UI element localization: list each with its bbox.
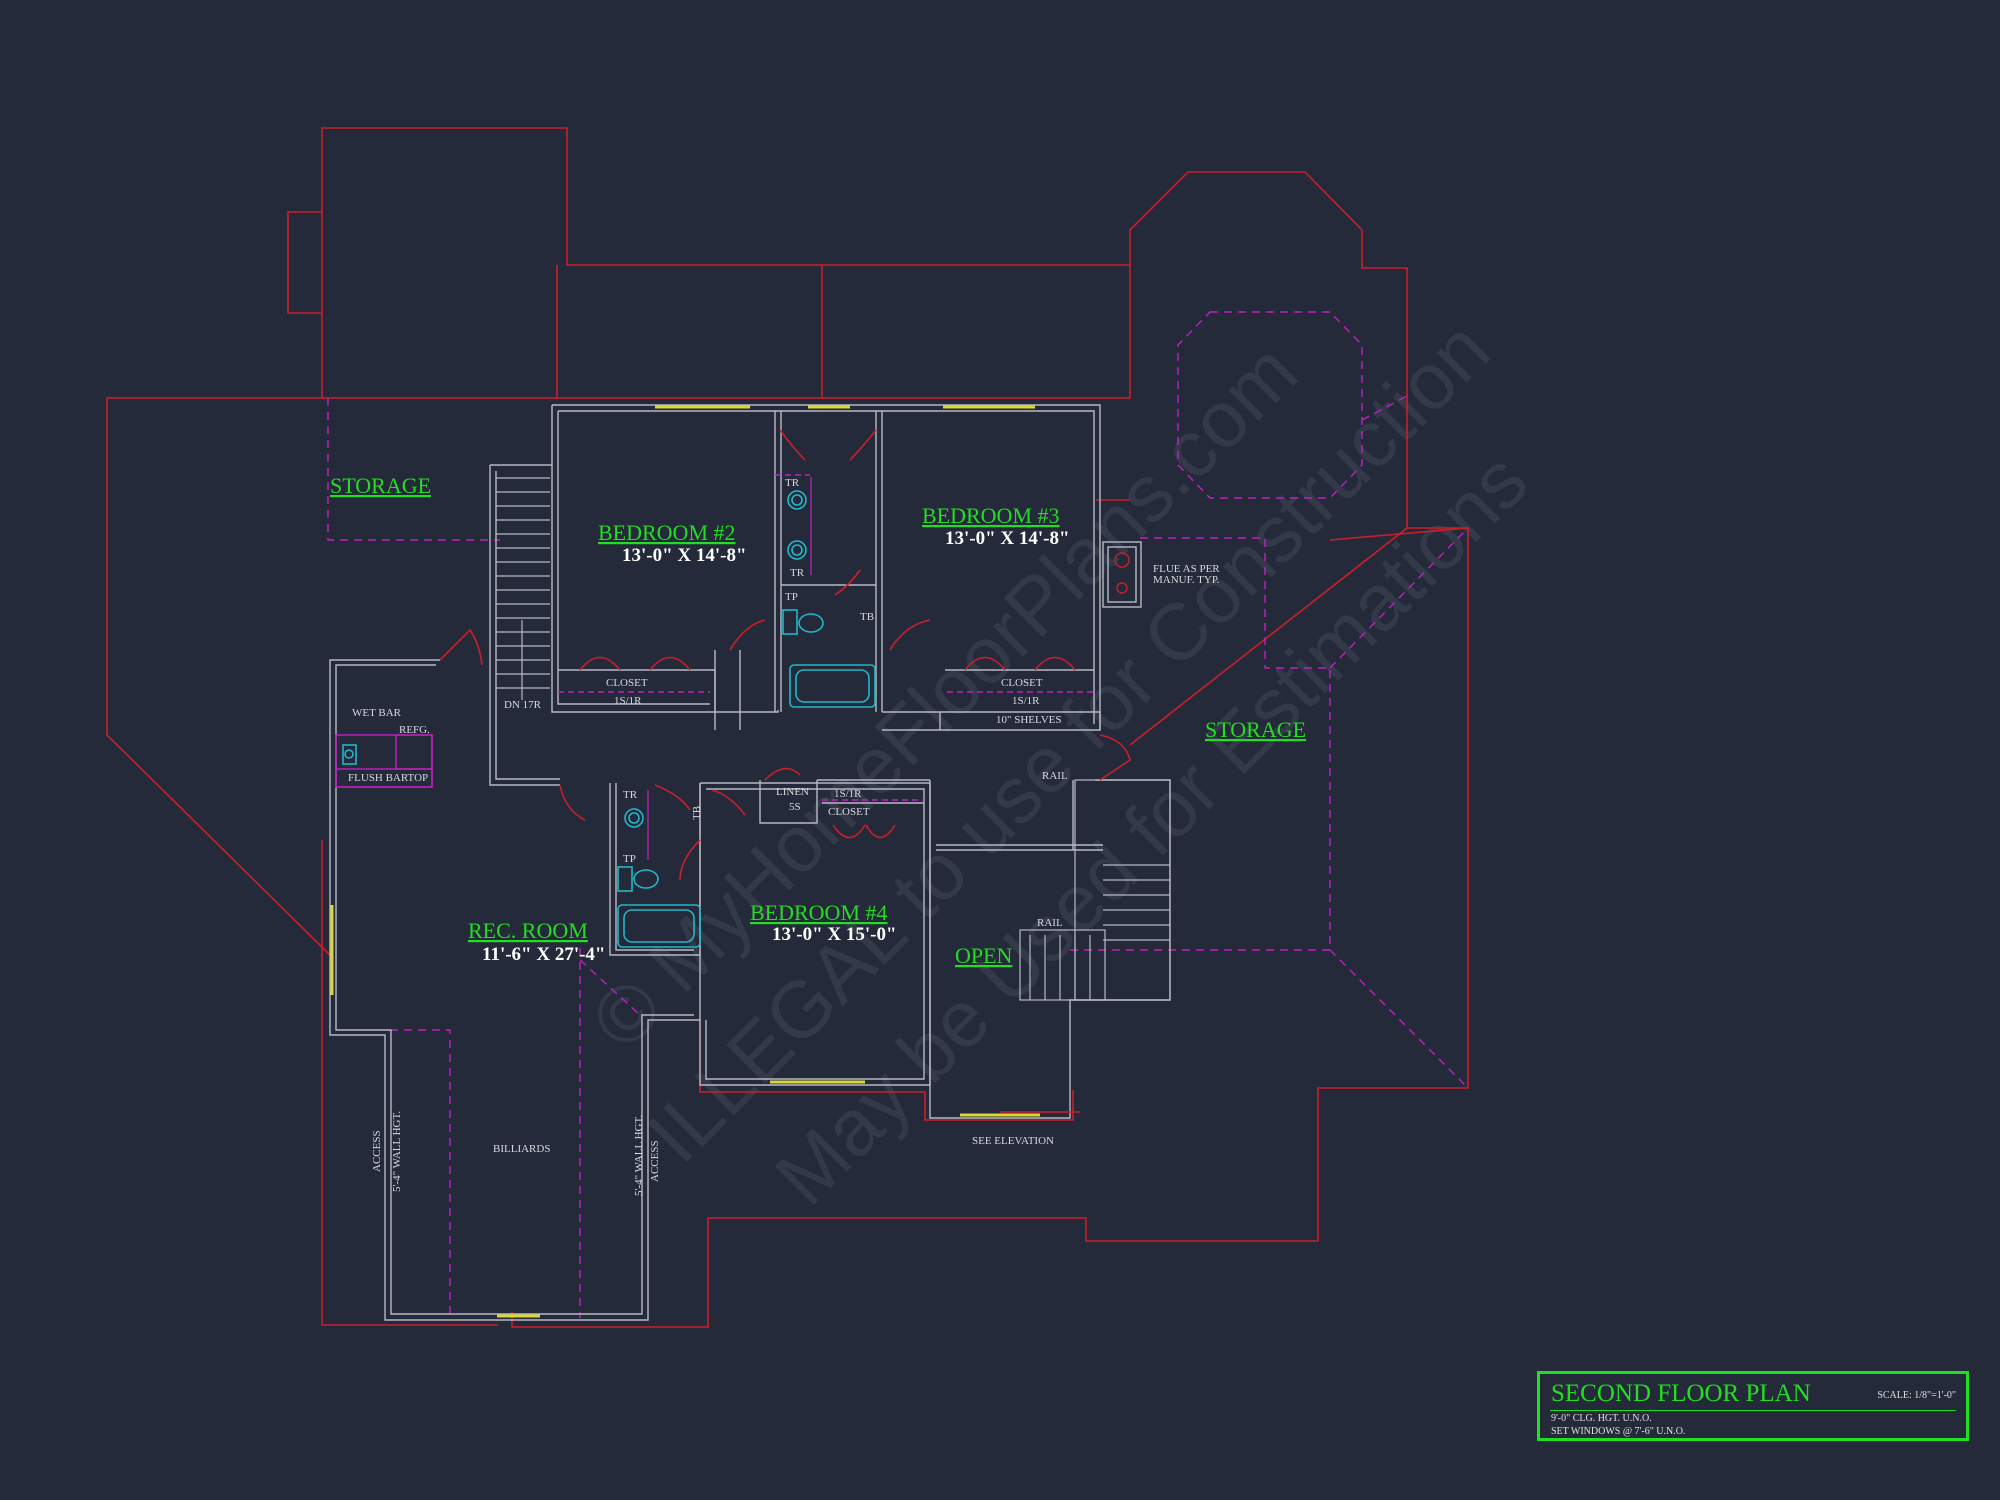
- note-tr-a: TR: [785, 477, 800, 489]
- flue-fixture: [1114, 552, 1130, 594]
- flush-bartop-label: FLUSH BARTOP: [348, 772, 428, 784]
- storage-left-label: STORAGE: [330, 473, 431, 498]
- fixtures: [342, 490, 876, 948]
- watermark: © MyHomeFloorPlans.com ILLEGAL to use fo…: [574, 304, 1544, 1222]
- open-label: OPEN: [955, 943, 1013, 968]
- refg-label: REFG.: [399, 724, 430, 736]
- watermark-line-2: ILLEGAL to use for Construction: [631, 304, 1506, 1179]
- ceiling-height-note: 9'-0" CLG. HGT. U.N.O.: [1551, 1413, 1652, 1424]
- note-tr-c: TR: [623, 789, 638, 801]
- linen-5s-label: 5S: [789, 801, 801, 813]
- dn-17r-label: DN 17R: [504, 699, 542, 711]
- note-tb-a: TB: [860, 611, 874, 623]
- flue-note-2: MANUF. TYP.: [1153, 574, 1220, 586]
- note-tb-b: TB: [691, 806, 703, 820]
- access-left-label: ACCESS: [371, 1130, 383, 1172]
- note-tp-b: TP: [623, 853, 636, 865]
- drawing-scale: SCALE: 1/8"=1'-0": [1877, 1390, 1956, 1401]
- bath-walls-magenta: [647, 477, 812, 860]
- stair-right: [1019, 779, 1171, 1001]
- wet-bar-counter: [335, 734, 433, 788]
- wall-height-left-label: 5'-4" WALL HGT.: [391, 1111, 403, 1192]
- windows: [330, 405, 1040, 1318]
- window-height-note: SET WINDOWS @ 7'-6" U.N.O.: [1551, 1426, 1686, 1437]
- shelf-b3-label: 1S/1R: [1012, 695, 1040, 707]
- bedroom3-label: BEDROOM #3: [922, 503, 1060, 528]
- bedroom2-label: BEDROOM #2: [598, 520, 736, 545]
- bedroom4-dims: 13'-0" X 15'-0": [772, 924, 897, 945]
- stair-left: [496, 477, 550, 700]
- closet-b4-shelf-label: 1S/1R: [834, 788, 862, 800]
- access-right-label: ACCESS: [649, 1140, 661, 1182]
- title-block: SECOND FLOOR PLAN SCALE: 1/8"=1'-0" 9'-0…: [1537, 1371, 1969, 1441]
- rail-upper-label: RAIL: [1042, 770, 1068, 782]
- doors: [439, 429, 1131, 1113]
- linen-label: LINEN: [776, 786, 809, 798]
- billiards-label: BILLIARDS: [493, 1143, 550, 1155]
- flue-note-1: FLUE AS PER: [1153, 563, 1220, 575]
- drawing-title: SECOND FLOOR PLAN: [1551, 1380, 1811, 1407]
- rail-lower-label: RAIL: [1037, 917, 1063, 929]
- closet-shelves: [558, 474, 1094, 801]
- closet-b3-label: CLOSET: [1001, 677, 1043, 689]
- roof-outline: [106, 127, 1469, 1328]
- note-tp-a: TP: [785, 591, 798, 603]
- rec-room-dims: 11'-6" X 27'-4": [482, 944, 605, 965]
- closet-b2-label: CLOSET: [606, 677, 648, 689]
- dashed-lines: [327, 311, 1469, 1318]
- note-tr-b: TR: [790, 567, 805, 579]
- shelf-b2-label: 1S/1R: [614, 695, 642, 707]
- wet-bar-label: WET BAR: [352, 707, 402, 719]
- bedroom4-label: BEDROOM #4: [750, 900, 888, 925]
- closet-b4-label: CLOSET: [828, 806, 870, 818]
- bedroom2-dims: 13'-0" X 14'-8": [622, 545, 747, 566]
- shelves-10-label: 10" SHELVES: [996, 714, 1062, 726]
- see-elevation-label: SEE ELEVATION: [972, 1135, 1054, 1147]
- wall-height-right-label: 5'-4" WALL HGT.: [633, 1115, 645, 1196]
- title-divider: [1550, 1410, 1956, 1411]
- storage-right-label: STORAGE: [1205, 717, 1306, 742]
- rec-room-label: REC. ROOM: [468, 918, 588, 943]
- bedroom3-dims: 13'-0" X 14'-8": [945, 528, 1070, 549]
